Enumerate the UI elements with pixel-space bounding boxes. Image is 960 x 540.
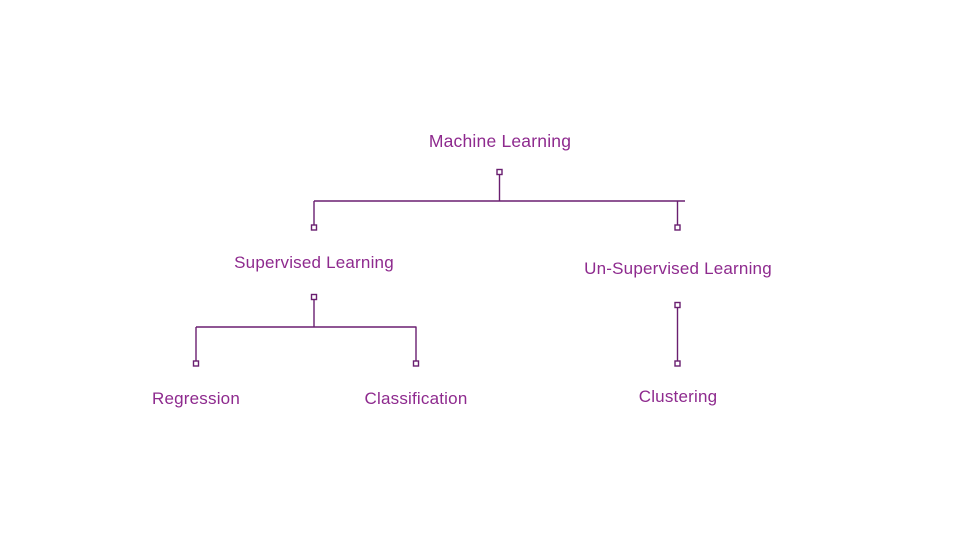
endpoint-unsupervised-stem-top <box>674 301 681 309</box>
connector-unsupervised-to-clustering <box>674 301 681 367</box>
endpoint-supervised-top <box>310 224 318 231</box>
endpoint-classification-top <box>412 360 420 367</box>
endpoint-clustering-top <box>674 360 681 367</box>
endpoint-unsupervised-top <box>674 224 681 231</box>
node-machine-learning[interactable]: Machine Learning <box>428 131 572 151</box>
node-clustering[interactable]: Clustering <box>638 387 718 406</box>
node-supervised-learning[interactable]: Supervised Learning <box>234 253 394 272</box>
node-classification[interactable]: Classification <box>364 389 468 408</box>
endpoint-regression-top <box>192 360 200 367</box>
node-regression[interactable]: Regression <box>152 389 240 408</box>
connector-supervised-to-leaves <box>192 293 420 367</box>
endpoint-root-top <box>496 168 503 176</box>
endpoint-supervised-stem-top <box>310 293 318 301</box>
node-un-supervised-learning[interactable]: Un-Supervised Learning <box>584 259 772 278</box>
connector-root-to-branches <box>310 168 685 231</box>
